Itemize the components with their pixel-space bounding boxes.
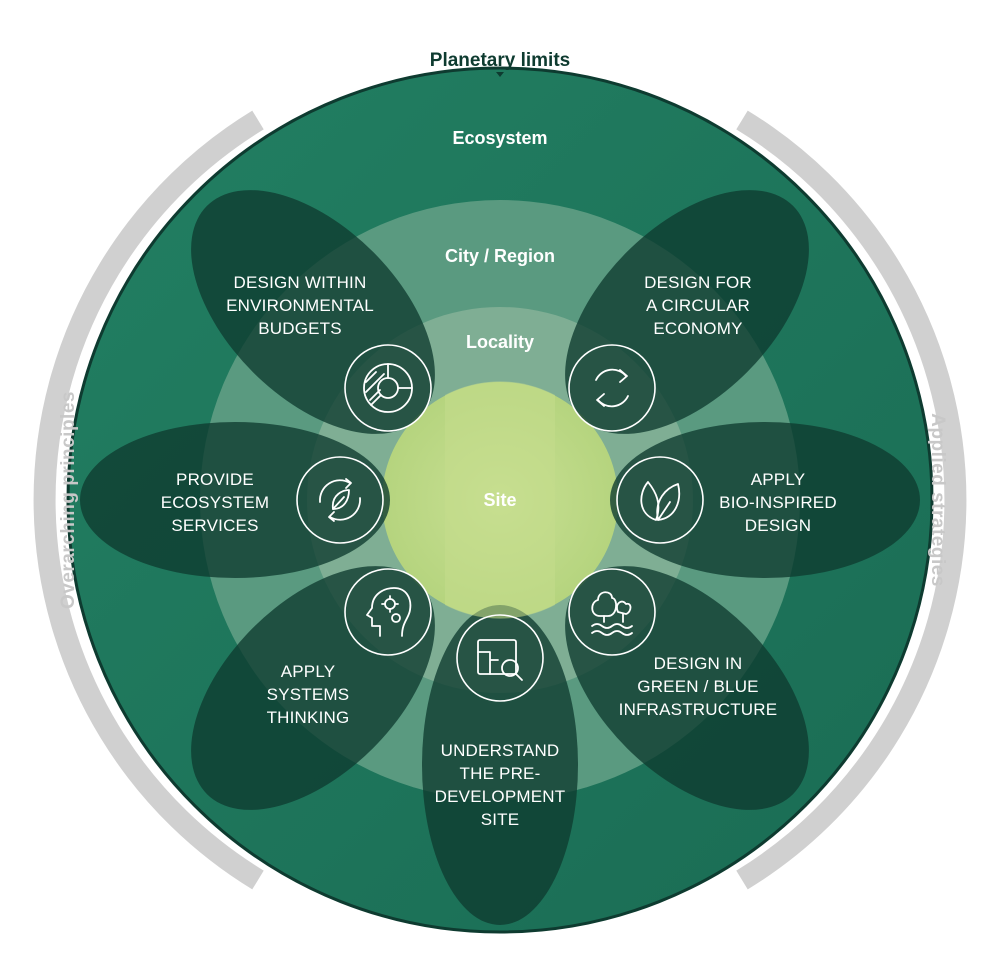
petal-systems-thinking (191, 566, 435, 810)
site-label: Site (483, 490, 516, 510)
petals-layer (80, 190, 920, 925)
city-region-label: City / Region (445, 246, 555, 266)
trees-water-icon (568, 568, 656, 656)
pie-chart-icon (344, 344, 432, 432)
leaf-icon (616, 456, 704, 544)
locality-label: Locality (466, 332, 534, 352)
map-search-icon (456, 614, 544, 702)
ecosystem-label: Ecosystem (452, 128, 547, 148)
applied-strategies-arc (736, 110, 967, 890)
head-gears-icon (344, 568, 432, 656)
petal-pre-development (422, 605, 578, 925)
recycle-arrows-icon (568, 344, 656, 432)
leaf-cycle-icon (296, 456, 384, 544)
overarching-principles-arc (33, 110, 264, 890)
petal-ecosystem-services (80, 422, 390, 578)
petal-bio-inspired (610, 422, 920, 578)
planetary-limits-label: Planetary limits (430, 50, 570, 71)
overarching-principles-label: Overarching principles (58, 391, 79, 609)
applied-strategies-label: Applied strategies (927, 413, 948, 587)
petal-circular-economy (565, 190, 809, 434)
planetary-limits-pointer (496, 72, 504, 77)
